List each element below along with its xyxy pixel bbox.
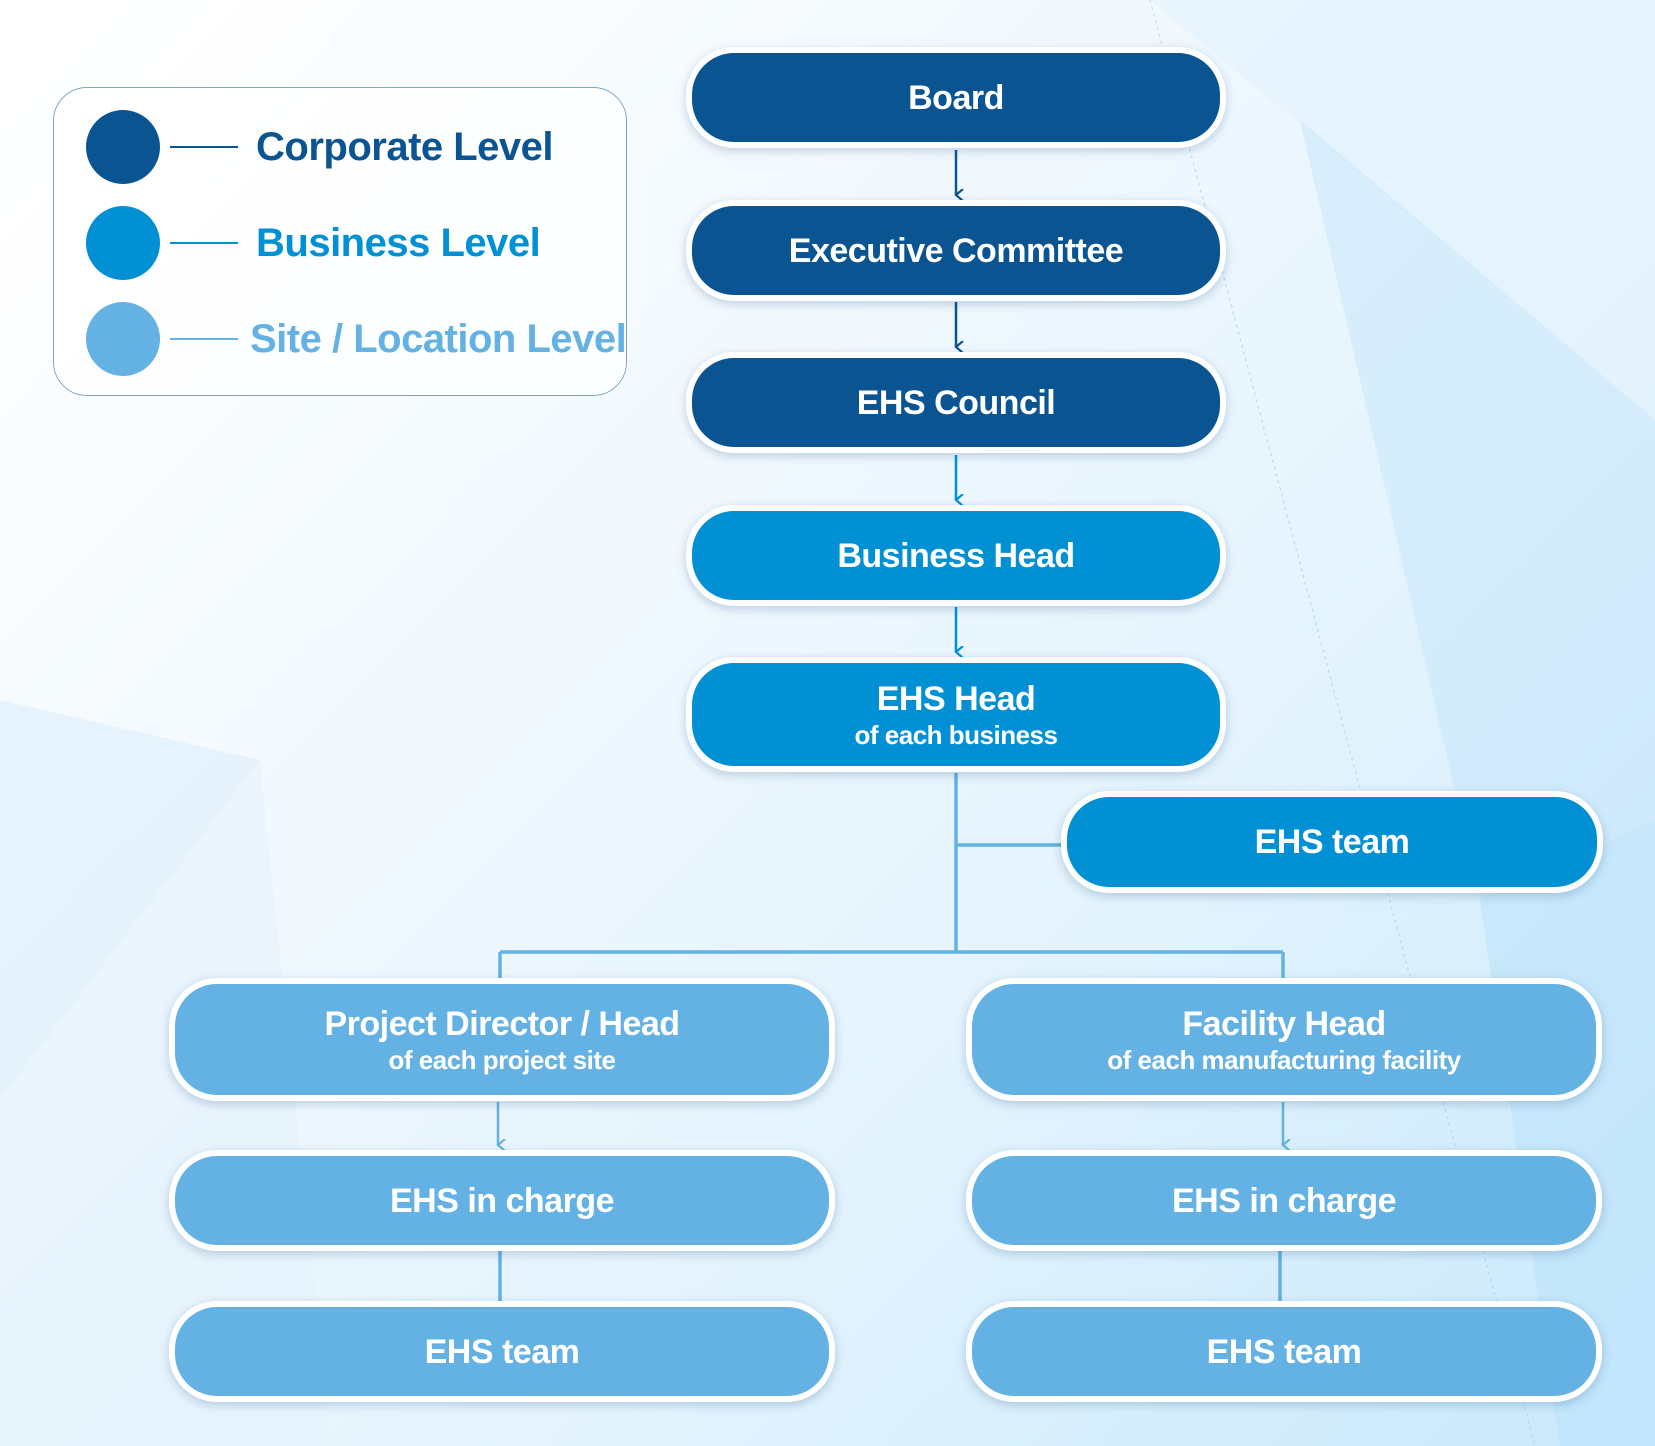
corporate-level-dot-icon xyxy=(86,110,160,184)
node-ehs-head: EHS Head of each business xyxy=(686,657,1226,772)
node-label: EHS team xyxy=(1206,1332,1362,1371)
site-level-dot-icon xyxy=(86,302,160,376)
legend-connector xyxy=(170,338,238,340)
node-ehs-in-charge-facility: EHS in charge xyxy=(966,1150,1602,1251)
node-label: EHS in charge xyxy=(389,1181,615,1220)
business-level-dot-icon xyxy=(86,206,160,280)
node-label: EHS Council xyxy=(856,383,1056,422)
legend-item-business: Business Level xyxy=(86,206,541,280)
node-title: Facility Head xyxy=(1182,1004,1386,1043)
node-label: Executive Committee xyxy=(788,231,1124,270)
branch-lines xyxy=(498,773,1285,982)
legend: Corporate Level Business Level Site / Lo… xyxy=(53,87,627,396)
legend-item-site: Site / Location Level xyxy=(86,302,627,376)
node-label: EHS in charge xyxy=(1171,1181,1397,1220)
legend-label-site: Site / Location Level xyxy=(250,316,627,361)
node-business-head: Business Head xyxy=(686,505,1226,606)
node-ehs-team-business: EHS team xyxy=(1061,791,1603,893)
legend-connector xyxy=(170,146,238,148)
node-ehs-team-project: EHS team xyxy=(169,1301,835,1402)
node-title: Project Director / Head xyxy=(324,1004,680,1043)
node-subtitle: of each manufacturing facility xyxy=(1107,1044,1461,1075)
node-subtitle: of each project site xyxy=(388,1044,616,1075)
legend-label-corporate: Corporate Level xyxy=(256,124,554,169)
legend-item-corporate: Corporate Level xyxy=(86,110,554,184)
node-ehs-in-charge-project: EHS in charge xyxy=(169,1150,835,1251)
node-label: Board xyxy=(908,78,1004,117)
node-title: EHS Head xyxy=(876,679,1036,718)
node-ehs-team-facility: EHS team xyxy=(966,1301,1602,1402)
node-label: Business Head xyxy=(837,536,1075,575)
node-executive-committee: Executive Committee xyxy=(686,200,1226,301)
node-label: EHS team xyxy=(424,1332,580,1371)
node-subtitle: of each business xyxy=(854,719,1058,750)
node-facility-head: Facility Head of each manufacturing faci… xyxy=(966,978,1602,1101)
node-label: EHS team xyxy=(1254,823,1410,861)
node-ehs-council: EHS Council xyxy=(686,352,1226,453)
legend-connector xyxy=(170,242,238,244)
legend-label-business: Business Level xyxy=(256,220,541,265)
node-project-director: Project Director / Head of each project … xyxy=(169,978,835,1101)
node-board: Board xyxy=(686,47,1226,148)
